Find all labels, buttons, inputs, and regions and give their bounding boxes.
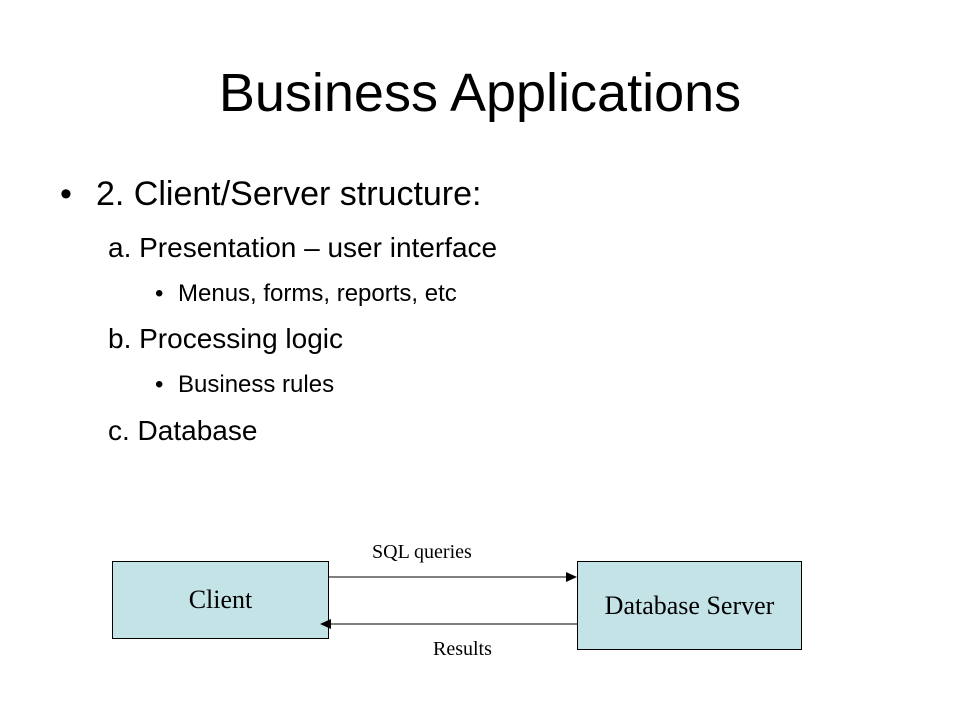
sql-queries-label: SQL queries xyxy=(372,541,472,563)
sql-queries-arrow xyxy=(329,572,577,582)
item-processing: b. Processing logic xyxy=(108,323,344,354)
results-arrow xyxy=(320,619,577,629)
slide-title: Business Applications xyxy=(218,63,742,123)
bullet: • xyxy=(60,175,72,213)
database-server-label: Database Server xyxy=(604,590,775,620)
client-box: Client xyxy=(112,561,329,639)
item-database: c. Database xyxy=(108,415,258,446)
results-label: Results xyxy=(433,638,492,660)
bullet: • xyxy=(155,280,164,307)
client-label: Client xyxy=(188,585,253,614)
main-bullet-text: 2. Client/Server structure: xyxy=(96,175,482,213)
database-server-box: Database Server xyxy=(577,561,802,650)
sub-bullet-text: Business rules xyxy=(178,371,335,398)
sub-bullet-text: Menus, forms, reports, etc xyxy=(178,280,457,307)
item-presentation: a. Presentation – user interface xyxy=(108,232,498,263)
bullet: • xyxy=(155,371,164,398)
